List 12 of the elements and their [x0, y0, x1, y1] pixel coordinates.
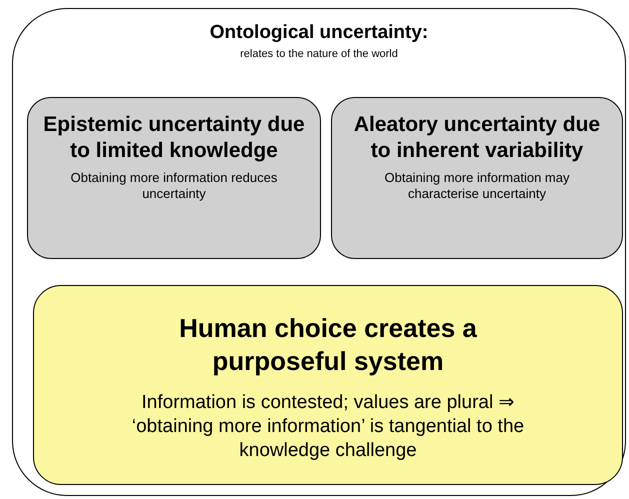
outer-rounded-panel	[12, 8, 626, 496]
description: Obtaining more information reduces uncertainty	[70, 170, 278, 202]
description: Obtaining more information may characterise uncertainty	[384, 170, 570, 202]
heading: Human choice creates a purposeful system	[178, 312, 478, 377]
heading: Epistemic uncertainty due to limited knowledge	[42, 112, 306, 164]
rounded-box	[27, 97, 321, 259]
heading: Aleatory uncertainty due to inherent variability	[352, 112, 602, 164]
description: relates to the nature of the world	[240, 48, 398, 62]
rounded-box	[331, 97, 623, 259]
description: Information is contested; values are plural ⇒ ‘obtaining more information’ is tangential to the knowledge challenge	[130, 391, 526, 462]
heading: Ontological uncertainty:	[210, 21, 428, 45]
rounded-box	[33, 285, 623, 485]
